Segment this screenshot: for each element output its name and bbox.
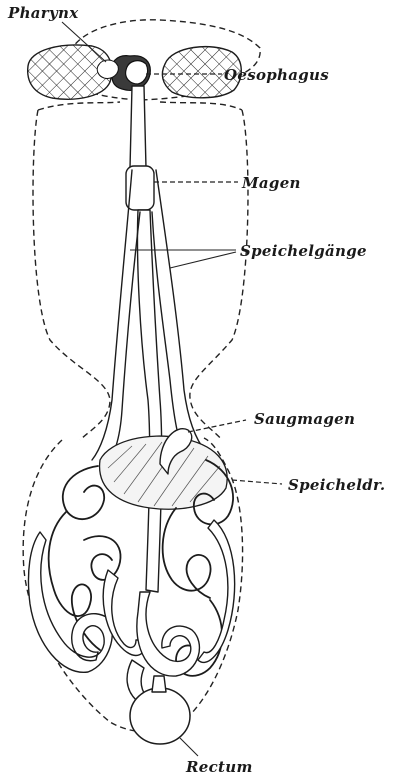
leader-saugmagen <box>188 420 246 432</box>
rectum-neck <box>152 676 166 692</box>
leader-speichelgaenge-2 <box>170 252 236 268</box>
oesophagus-tube <box>130 86 146 168</box>
salivary-duct-4 <box>156 170 206 452</box>
intestine-loop-left <box>28 532 112 672</box>
label-oesophagus: Oesophagus <box>224 66 329 84</box>
label-pharynx: Pharynx <box>7 4 79 22</box>
midgut-tube <box>137 210 161 592</box>
salivary-duct-1 <box>92 170 132 460</box>
hindgut-loop <box>137 592 200 676</box>
leader-rectum <box>180 738 198 756</box>
label-saugmagen: Saugmagen <box>254 410 355 428</box>
label-rectum: Rectum <box>185 758 253 776</box>
intestine-loop-right <box>198 520 235 662</box>
rectum-organ <box>130 688 190 744</box>
label-magen: Magen <box>241 174 301 192</box>
tubule-left-1 <box>63 466 104 519</box>
label-speicheldr: Speicheldr. <box>288 476 385 494</box>
leader-speicheldr <box>232 480 282 484</box>
label-speichelgaenge: Speichelgänge <box>240 242 367 260</box>
salivary-duct-2 <box>104 212 140 470</box>
pharynx-bulb <box>126 61 148 84</box>
pharynx-highlight <box>97 60 118 78</box>
tubule-left-3 <box>84 536 121 580</box>
